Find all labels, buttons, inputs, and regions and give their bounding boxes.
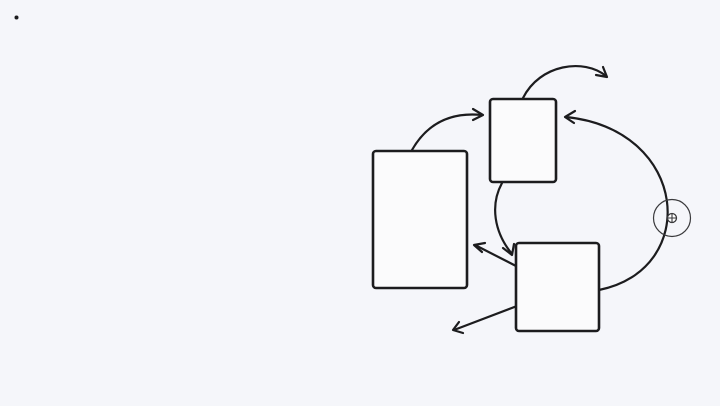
connector-arrow-loop-right-to-top[interactable] xyxy=(563,109,669,292)
connector-arrow-top-outward[interactable] xyxy=(521,64,609,100)
stray-dot xyxy=(14,15,19,20)
connector-arrow-left-to-top[interactable] xyxy=(410,107,485,152)
connector-arrow-top-to-bottom[interactable] xyxy=(494,181,516,257)
rect-large-left[interactable] xyxy=(371,149,469,290)
move-cursor-icon xyxy=(652,198,692,238)
connector-arrow-bottom-outward[interactable] xyxy=(451,304,519,335)
connector-arrow-bottom-to-left[interactable] xyxy=(472,241,518,268)
rect-bottom-right[interactable] xyxy=(514,241,601,333)
rect-top-small[interactable] xyxy=(488,97,558,184)
